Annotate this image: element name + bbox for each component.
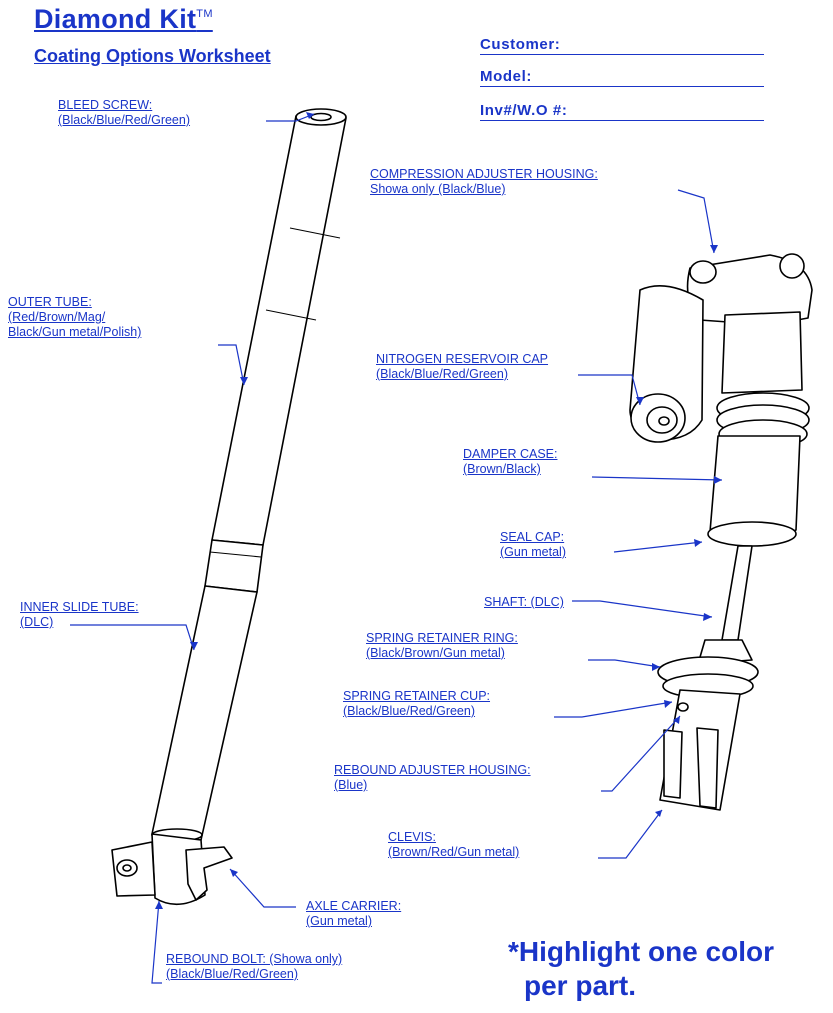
label-outer-tube: OUTER TUBE:(Red/Brown/Mag/Black/Gun meta…	[8, 295, 142, 339]
page-subtitle: Coating Options Worksheet	[34, 46, 271, 66]
invoice-label: Inv#/W.O #:	[480, 102, 568, 119]
label-spring-retainer-ring: SPRING RETAINER RING:(Black/Brown/Gun me…	[366, 631, 518, 660]
label-axle-carrier: AXLE CARRIER:(Gun metal)	[306, 899, 402, 928]
outer-tube-shape	[211, 115, 347, 546]
label-nitrogen-cap: NITROGEN RESERVOIR CAP(Black/Blue/Red/Gr…	[376, 352, 549, 381]
label-rebound-adjuster-housing: REBOUND ADJUSTER HOUSING:(Blue)	[334, 763, 531, 792]
invoice-field[interactable]: Inv#/W.O #:	[480, 102, 764, 121]
customer-field[interactable]: Customer:	[480, 36, 764, 55]
model-label: Model:	[480, 68, 532, 85]
customer-label: Customer:	[480, 36, 561, 53]
collar-shape	[204, 539, 264, 593]
title-text: Diamond Kit	[34, 4, 197, 34]
trademark-mark: TM	[196, 8, 213, 20]
note-line-2: per part.	[524, 970, 637, 1001]
label-shaft: SHAFT: (DLC)	[484, 595, 564, 609]
shaft-shape	[721, 545, 753, 641]
label-damper-case: DAMPER CASE:(Brown/Black)	[463, 447, 558, 476]
label-compression-adjuster: COMPRESSION ADJUSTER HOUSING:Showa only …	[370, 167, 598, 196]
inner-tube-shape	[151, 585, 258, 841]
shock-body-shape	[721, 311, 803, 394]
label-seal-cap: SEAL CAP:(Gun metal)	[500, 530, 566, 559]
highlight-note: *Highlight one color per part.	[508, 935, 774, 1003]
label-bleed-screw: BLEED SCREW:(Black/Blue/Red/Green)	[58, 98, 191, 127]
seal-cap-shape	[707, 521, 797, 547]
label-rebound-bolt: REBOUND BOLT: (Showa only)(Black/Blue/Re…	[166, 952, 343, 981]
page-title: Diamond KitTM	[34, 4, 213, 35]
model-field[interactable]: Model:	[480, 68, 764, 87]
label-spring-retainer-cup: SPRING RETAINER CUP:(Black/Blue/Red/Gree…	[343, 689, 491, 718]
label-inner-slide-tube: INNER SLIDE TUBE:(DLC)	[20, 600, 139, 629]
label-clevis: CLEVIS:(Brown/Red/Gun metal)	[388, 830, 520, 859]
note-line-1: *Highlight one color	[508, 936, 774, 967]
